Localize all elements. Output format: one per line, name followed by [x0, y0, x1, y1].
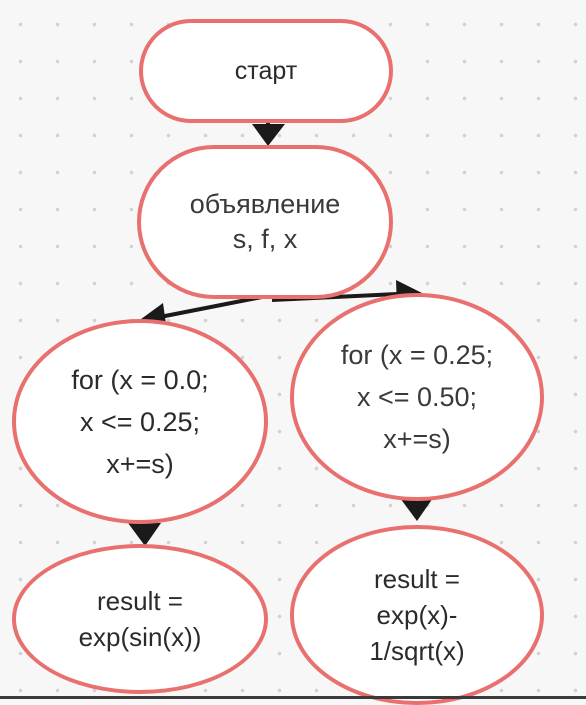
declaration-node[interactable]: объявление s, f, x	[137, 145, 393, 299]
loop-right-node-label: for (x = 0.25; x <= 0.50; x+=s)	[340, 340, 494, 454]
arrowhead-declaration	[252, 124, 285, 146]
declaration-node-label: объявление s, f, x	[189, 189, 341, 254]
result-left-node-label: result = exp(sin(x))	[78, 586, 202, 652]
loop-left-node[interactable]: for (x = 0.0; x <= 0.25; x+=s)	[12, 319, 268, 524]
arrowhead-result-right	[400, 498, 433, 521]
bottom-edge-line	[0, 696, 586, 699]
result-right-node-label: result = exp(x)- 1/sqrt(x)	[369, 564, 465, 666]
result-left-node[interactable]: result = exp(sin(x))	[12, 544, 268, 694]
loop-left-node-label: for (x = 0.0; x <= 0.25; x+=s)	[71, 364, 209, 479]
start-node[interactable]: старт	[139, 19, 393, 123]
start-node-label: старт	[234, 56, 298, 85]
edge-declaration-to-loop-right	[271, 292, 399, 302]
loop-right-node[interactable]: for (x = 0.25; x <= 0.50; x+=s)	[290, 293, 544, 501]
result-right-node[interactable]: result = exp(x)- 1/sqrt(x)	[290, 525, 544, 705]
arrowhead-result-left	[128, 523, 161, 546]
